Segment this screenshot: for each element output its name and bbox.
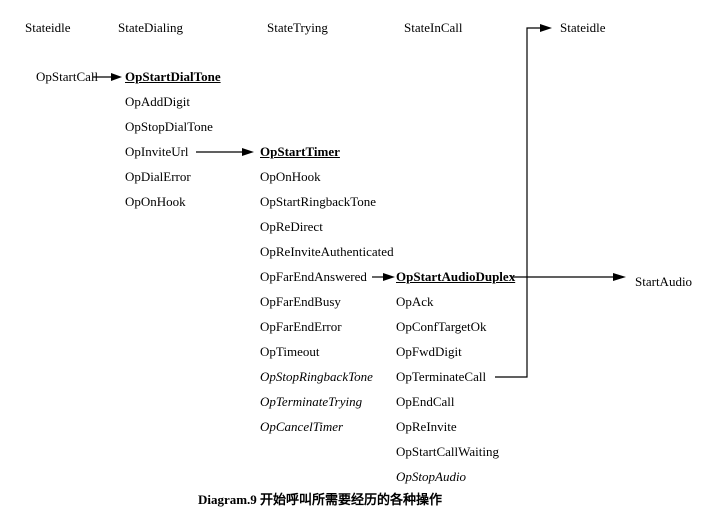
op-item-opendcall: OpEndCall (396, 394, 455, 409)
op-item-opterminatecall: OpTerminateCall (396, 369, 487, 384)
op-item-optimeout: OpTimeout (260, 344, 320, 359)
arrow-opstartaudioduplex-to-startaudio (512, 273, 626, 281)
op-item-opstarttimer: OpStartTimer (260, 144, 340, 159)
op-item-oponhook-dialing: OpOnHook (125, 194, 186, 209)
op-item-opfarendanswered: OpFarEndAnswered (260, 269, 367, 284)
state-header-dialing: StateDialing (118, 20, 183, 35)
op-item-opstartaudioduplex: OpStartAudioDuplex (396, 269, 516, 284)
op-item-opinviteurl: OpInviteUrl (125, 144, 189, 159)
op-item-opstopdialtone: OpStopDialTone (125, 119, 213, 134)
op-item-opadddigit: OpAddDigit (125, 94, 190, 109)
op-item-opreinvite: OpReInvite (396, 419, 457, 434)
op-item-opfarendbusy: OpFarEndBusy (260, 294, 341, 309)
state-header-trying: StateTrying (267, 20, 328, 35)
op-item-opfarenderror: OpFarEndError (260, 319, 342, 334)
op-item-opfwddigit: OpFwdDigit (396, 344, 462, 359)
start-audio-label: StartAudio (635, 274, 693, 289)
diagram-caption: Diagram.9 开始呼叫所需要经历的各种操作 (197, 492, 443, 507)
op-item-opack: OpAck (396, 294, 434, 309)
op-item-opstartcallwaiting: OpStartCallWaiting (396, 444, 499, 459)
op-item-opstartdialtone: OpStartDialTone (125, 69, 221, 84)
state-header-idle-right: Stateidle (560, 20, 606, 35)
op-item-opconftargetok: OpConfTargetOk (396, 319, 487, 334)
arrow-opinviteurl-to-opstarttimer (196, 148, 254, 156)
op-item-opstopringbacktone: OpStopRingbackTone (260, 369, 373, 384)
state-header-incall: StateInCall (404, 20, 463, 35)
op-item-opcanceltimer: OpCancelTimer (260, 419, 344, 434)
op-item-opstartcall: OpStartCall (36, 69, 99, 84)
arrow-opterminatecall-to-stateidle (495, 24, 552, 378)
op-item-opreinviteauthenticated: OpReInviteAuthenticated (260, 244, 394, 259)
op-item-opdialerror: OpDialError (125, 169, 191, 184)
op-item-opstartringbacktone: OpStartRingbackTone (260, 194, 377, 209)
op-item-oponhook-trying: OpOnHook (260, 169, 321, 184)
arrow-opfarendanswered-to-opstartaudioduplex (372, 273, 395, 281)
op-item-opredirect: OpReDirect (260, 219, 323, 234)
state-header-idle-left: Stateidle (25, 20, 71, 35)
op-item-opterminatetrying: OpTerminateTrying (260, 394, 363, 409)
op-item-opstopaudio: OpStopAudio (396, 469, 467, 484)
